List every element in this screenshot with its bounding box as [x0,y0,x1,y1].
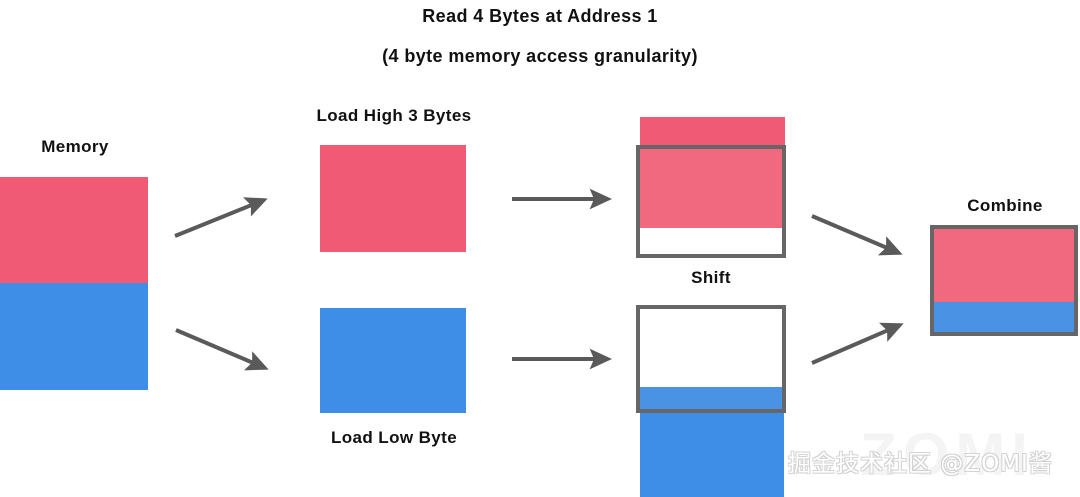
shift-bottom-to-combine-arrow [811,322,904,365]
memory-to-load-low-arrow [175,328,269,371]
shift-high-overhang [640,117,785,146]
shift-high-filled-region [640,149,782,228]
memory-label: Memory [41,137,109,156]
watermark-ghost-text: ZOMI [860,420,1034,489]
shift-low-filled-region [640,387,782,409]
combine-label: Combine [967,196,1043,215]
load-low-byte-block [320,308,466,413]
shift-label: Shift [691,268,731,287]
combine-low-byte [934,302,1074,332]
memory-to-load-high-arrow [174,197,268,238]
combine-high-bytes [934,229,1074,302]
load-low-byte-label: Load Low Byte [330,428,458,447]
shift-top-to-combine-arrow [811,214,903,256]
watermark-text: 掘金技术社区 @ZOMI酱 [788,451,1053,477]
memory-block-high-bytes [0,177,148,283]
diagram-title-line-1: Read 4 Bytes at Address 1 [422,6,658,26]
diagram-title-line-2: (4 byte memory access granularity) [382,46,698,66]
shift-low-overhang [640,413,784,497]
memory-block-low-byte [0,283,148,390]
load-high-3-bytes-block [320,145,466,252]
load-high-3-bytes-label: Load High 3 Bytes [316,106,472,125]
